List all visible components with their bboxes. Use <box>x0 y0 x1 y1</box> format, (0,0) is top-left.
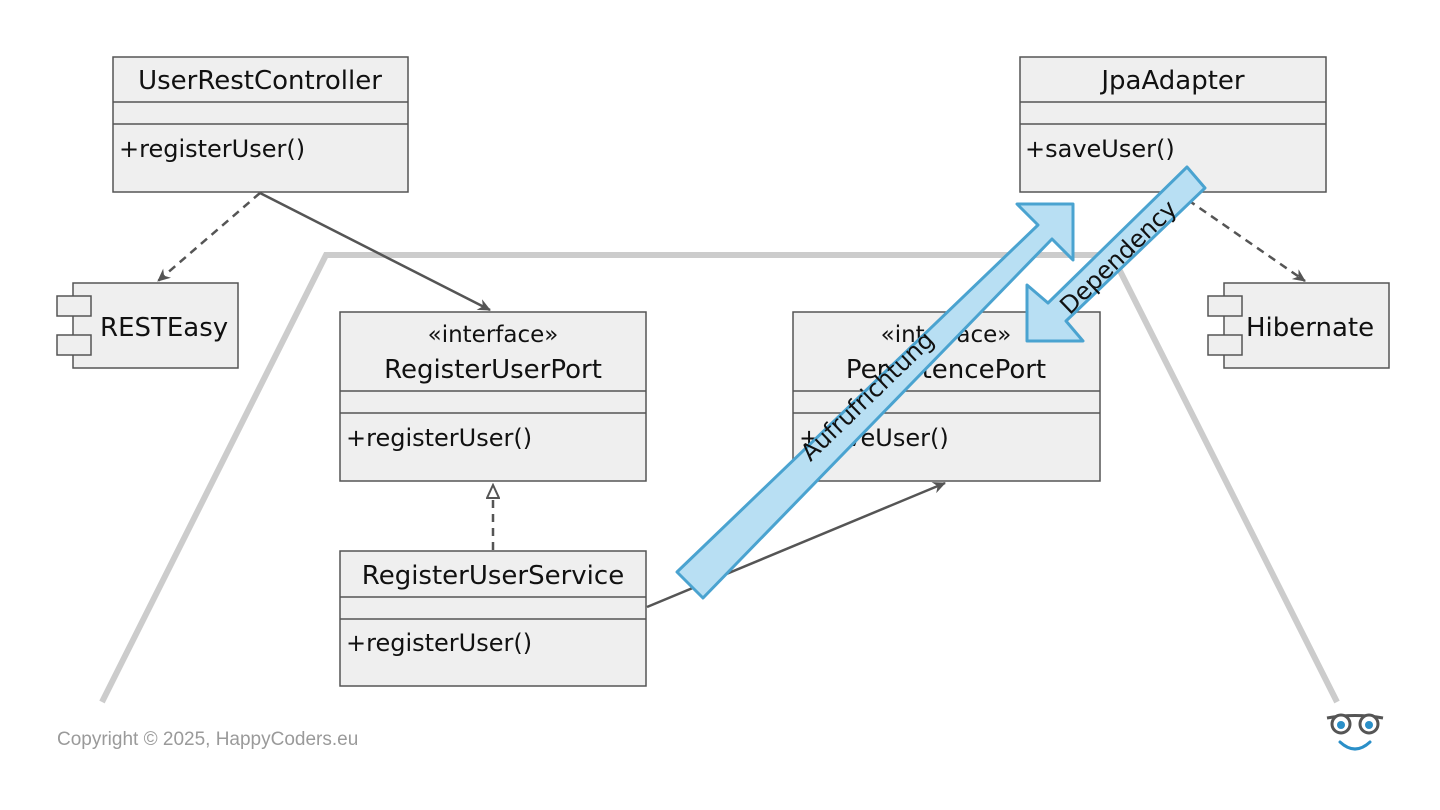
happycoders-logo-icon <box>1326 713 1384 751</box>
component-hibernate: Hibernate <box>1207 282 1390 369</box>
hexagon-boundary <box>99 252 1340 704</box>
class-jpa-adapter: JpaAdapter +saveUser() <box>1019 56 1327 193</box>
class-method: +registerUser() <box>346 629 532 657</box>
class-title: UserRestController <box>138 66 382 96</box>
component-label: Hibernate <box>1246 313 1374 343</box>
class-method: +saveUser() <box>1025 135 1175 163</box>
stereotype-label: «interface» <box>428 322 559 348</box>
class-title: JpaAdapter <box>1099 66 1245 96</box>
component-label: RESTEasy <box>100 313 228 343</box>
dependency-jpaadapter-hibernate <box>1187 198 1306 283</box>
class-user-rest-controller: UserRestController +registerUser() <box>112 56 409 193</box>
association-controller-registeruserport <box>259 191 491 312</box>
class-method: +registerUser() <box>346 424 532 452</box>
dependency-controller-resteasy <box>157 192 261 282</box>
component-resteasy: RESTEasy <box>56 282 239 369</box>
class-title: RegisterUserService <box>362 561 624 591</box>
class-register-user-service: RegisterUserService +registerUser() <box>339 550 647 687</box>
copyright-text: Copyright © 2025, HappyCoders.eu <box>57 729 359 750</box>
interface-register-user-port: «interface» RegisterUserPort +registerUs… <box>339 311 647 482</box>
class-method: +registerUser() <box>119 135 305 163</box>
class-title: RegisterUserPort <box>384 355 602 385</box>
